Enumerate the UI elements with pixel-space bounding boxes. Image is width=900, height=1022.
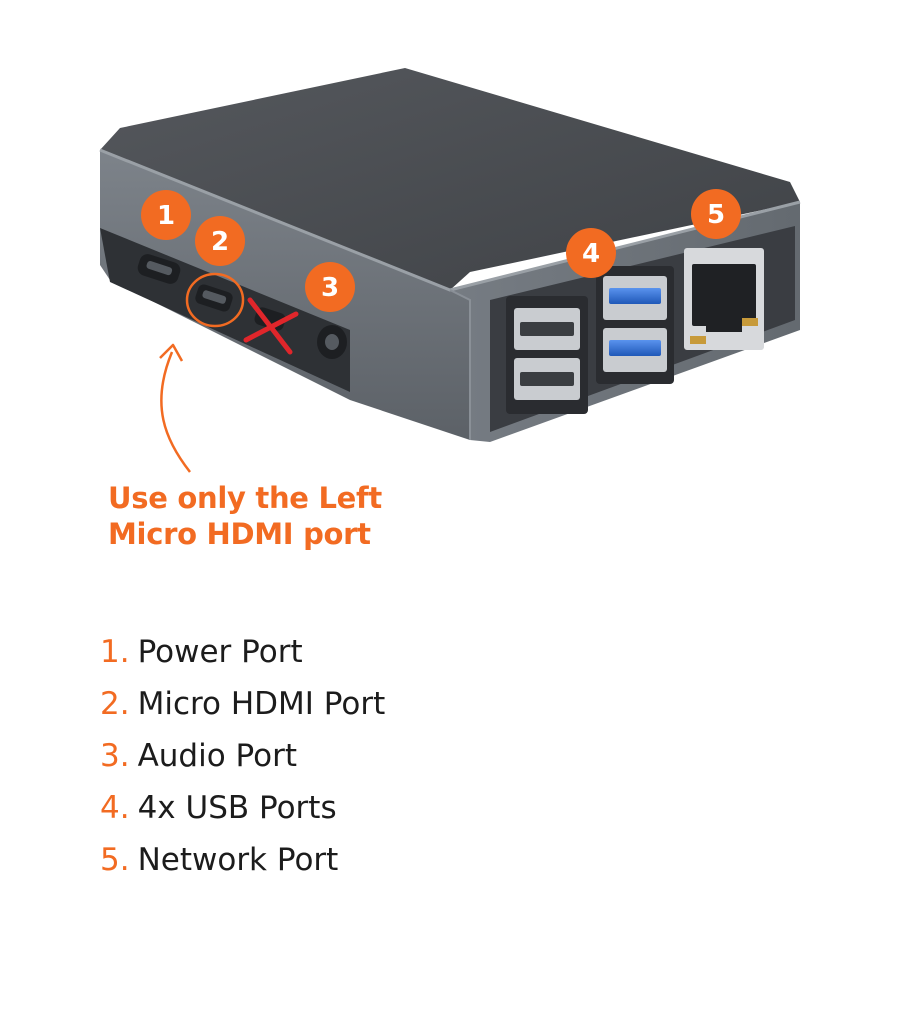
hdmi-usage-note: Use only the Left Micro HDMI port	[108, 480, 382, 552]
device-illustration: 1 2 3 4 5	[99, 68, 801, 473]
legend-label: 4x USB Ports	[137, 790, 337, 826]
callout-badge-1: 1	[141, 190, 191, 240]
legend-item-usb: 4.4x USB Ports	[100, 788, 385, 840]
note-line-1: Use only the Left	[108, 481, 382, 515]
legend-number: 1.	[100, 634, 130, 670]
curved-arrow-icon	[159, 343, 191, 473]
hdmi-highlight-circle	[185, 272, 245, 328]
legend-label: Audio Port	[137, 738, 297, 774]
case-top	[100, 68, 800, 290]
legend-number: 5.	[100, 842, 130, 878]
svg-text:4: 4	[582, 239, 600, 269]
red-x-mark-icon	[243, 297, 299, 355]
legend-item-power: 1.Power Port	[100, 632, 385, 684]
svg-text:5: 5	[707, 200, 725, 230]
case-left-face	[100, 150, 470, 440]
legend-item-audio: 3.Audio Port	[100, 736, 385, 788]
svg-text:2: 2	[211, 227, 229, 257]
legend-number: 4.	[100, 790, 130, 826]
legend-item-hdmi: 2.Micro HDMI Port	[100, 684, 385, 736]
legend-label: Network Port	[137, 842, 339, 878]
legend-item-network: 5.Network Port	[100, 840, 385, 892]
micro-hdmi-port-graphic	[195, 284, 233, 312]
svg-text:1: 1	[157, 201, 175, 231]
network-port-graphic	[684, 248, 764, 350]
legend-number: 2.	[100, 686, 130, 722]
legend-label: Power Port	[137, 634, 303, 670]
legend-number: 3.	[100, 738, 130, 774]
callout-badge-3: 3	[305, 262, 355, 312]
callout-badge-5: 5	[691, 189, 741, 239]
power-port-graphic	[137, 254, 181, 284]
usb-ports-graphic	[506, 266, 674, 414]
legend-label: Micro HDMI Port	[137, 686, 386, 722]
svg-text:3: 3	[321, 273, 339, 303]
audio-port-graphic	[317, 325, 347, 359]
callout-badge-2: 2	[195, 216, 245, 266]
callout-badge-4: 4	[566, 228, 616, 278]
note-line-2: Micro HDMI port	[108, 517, 371, 551]
port-legend-list: 1.Power Port 2.Micro HDMI Port 3.Audio P…	[100, 632, 385, 892]
